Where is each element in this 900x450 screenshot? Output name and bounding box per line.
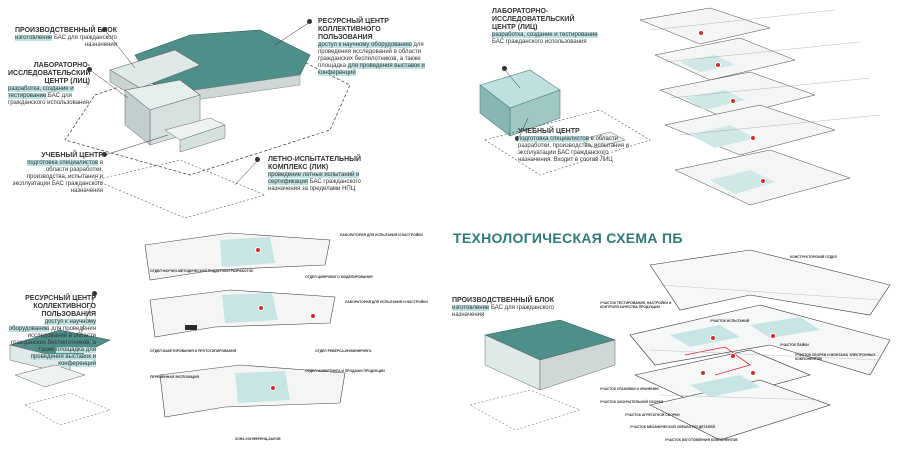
panel-resource-center: РЕСУРСНЫЙ ЦЕНТР КОЛЛЕКТИВНОГО ПОЛЬЗОВАНИ… xyxy=(0,225,450,450)
callout-text: для проведения исследований в области гр… xyxy=(10,326,96,353)
callout-lab: ЛАБОРАТОРНО- ИССЛЕДОВАТЕЛЬСКИЙ ЦЕНТР (ЛИ… xyxy=(8,62,91,107)
callout-highlight: доступ к научному оборудованию xyxy=(318,42,412,48)
callout-text: БАС для гражданского назначения xyxy=(452,305,554,318)
floor-marker xyxy=(730,98,736,104)
area-label: УЧАСТОК СБОРКИ И МОНТАЖА ЭЛЕКТРОННЫХ КОМ… xyxy=(795,353,876,361)
callout-title: ПРОИЗВОДСТВЕННЫЙ БЛОК xyxy=(15,27,117,34)
area-label: УЧАСТОК УПАКОВКИ И ХРАНЕНИЯ xyxy=(600,387,659,391)
callout-lab: ЛАБОРАТОРНО- ИССЛЕДОВАТЕЛЬСКИЙ ЦЕНТР (ЛИ… xyxy=(492,8,602,46)
floor-label: ОТДЕЛ ЦИФРОВОГО МОДЕЛИРОВАНИЯ xyxy=(305,275,373,279)
floor-label: ОТДЕЛ МАРКЕТИНГА И ПРОДАЖИ ПРОДУКЦИИ xyxy=(305,369,385,373)
area-label: УЧАСТОК ТЕСТИРОВАНИЯ, НАСТРОЙКИ И КОНТРО… xyxy=(600,301,672,309)
callout-title: УЧЕБНЫЙ ЦЕНТР xyxy=(41,152,103,159)
area-label: УЧАСТОК ИЗГОТОВЛЕНИЯ КОМПОНЕНТОВ xyxy=(665,438,738,442)
area-label: УЧАСТОК ОКОНЧАТЕЛЬНОЙ СБОРКИ xyxy=(600,400,664,404)
callout-highlight: разработка, создание и тестирование xyxy=(492,32,598,38)
floor-marker xyxy=(760,178,766,184)
area-label: КОНСТРУКТОРСКИЙ ОТДЕЛ xyxy=(790,255,837,259)
area-marker xyxy=(710,335,716,341)
callout-title: ИССЛЕДОВАТЕЛЬСКИЙ xyxy=(8,70,91,77)
area-label: УЧАСТОК МЕХАНИЧЕСКОЙ ОБРАБОТКИ ДЕТАЛЕЙ xyxy=(630,425,715,429)
callout-resource: РЕСУРСНЫЙ ЦЕНТР КОЛЛЕКТИВНОГО ПОЛЬЗОВАНИ… xyxy=(318,18,446,77)
callout-title: ПРОИЗВОДСТВЕННЫЙ БЛОК xyxy=(452,297,554,304)
callout-text: в области разработки, производства, испы… xyxy=(12,160,103,194)
marker-dot xyxy=(307,19,312,24)
callout-production: ПРОИЗВОДСТВЕННЫЙ БЛОК изготовление БАС д… xyxy=(5,27,117,49)
floor-marker xyxy=(255,247,261,253)
area-marker xyxy=(750,370,756,376)
marker-dot xyxy=(502,66,507,71)
callout-edu: УЧЕБНЫЙ ЦЕНТР подготовка специалистов в … xyxy=(518,128,636,164)
callout-text: БАС гражданского назначения за пределами… xyxy=(268,179,361,192)
scheme-title: ТЕХНОЛОГИЧЕСКАЯ СХЕМА ПБ xyxy=(453,230,683,246)
production-floor-plan xyxy=(469,249,891,441)
area-label: УЧАСТОК ПАЙКИ xyxy=(780,343,809,347)
floor-label: ОТДЕЛ МАКЕТИРОВАНИЯ И ПРОТОТИПИРОВАНИЯ xyxy=(150,349,237,353)
floor-marker xyxy=(270,385,276,391)
floor-marker xyxy=(698,30,704,36)
callout-title: КОМПЛЕКС (ЛИК) xyxy=(268,164,329,171)
area-marker xyxy=(730,353,736,359)
area-label: УЧАСТОК АГРЕГАТНОЙ СБОРКИ xyxy=(625,413,680,417)
area-marker xyxy=(700,370,706,376)
callout-text: БАС гражданского использования xyxy=(492,39,587,45)
callout-highlight: изготовление xyxy=(452,305,490,311)
callout-title: ЛАБОРАТОРНО- xyxy=(33,62,90,69)
marker-dot xyxy=(102,152,107,157)
callout-title: ПОЛЬЗОВАНИЯ xyxy=(318,34,373,41)
callout-flight-complex: ЛЕТНО-ИСПЫТАТЕЛЬНЫЙ КОМПЛЕКС (ЛИК) прове… xyxy=(268,156,368,193)
floor-label: ЛАБОРАТОРИЯ ДЛЯ ИСПЫТАНИЯ И НАСТРОЙКИ xyxy=(340,233,423,237)
callout-title: РЕСУРСНЫЙ ЦЕНТР КОЛЛЕКТИВНОГО xyxy=(318,18,389,33)
flight-complex-footprint xyxy=(94,159,266,219)
callout-title: УЧЕБНЫЙ ЦЕНТР xyxy=(518,128,580,135)
lab-massing-and-floors xyxy=(479,7,881,206)
area-label: УЧАСТОК ИСПЫТАНИЙ xyxy=(710,319,750,323)
callout-title: КОЛЛЕКТИВНОГО ПОЛЬЗОВАНИЯ xyxy=(33,303,96,318)
callout-resource: РЕСУРСНЫЙ ЦЕНТР КОЛЛЕКТИВНОГО ПОЛЬЗОВАНИ… xyxy=(4,295,96,368)
marker-dot xyxy=(102,27,107,32)
panel-lab-center: ЛАБОРАТОРНО- ИССЛЕДОВАТЕЛЬСКИЙ ЦЕНТР (ЛИ… xyxy=(450,0,900,225)
site-boundary xyxy=(64,39,351,176)
callout-title: ЦЕНТР (ЛИЦ) xyxy=(492,24,538,31)
floor-label: ЗОНА КОНФЕРЕНЦ-ЗАЛОВ xyxy=(235,437,281,441)
floor-label: ПЕРЕМЕННАЯ ЭКСПОЗИЦИЯ xyxy=(150,375,199,379)
floor-label: ЛАБОРАТОРИЯ ДЛЯ ИСПЫТАНИЯ И НАСТРОЙКИ xyxy=(345,300,428,304)
floor-marker xyxy=(715,62,721,68)
massing-diagram xyxy=(64,21,351,219)
callout-production: ПРОИЗВОДСТВЕННЫЙ БЛОК изготовление БАС д… xyxy=(452,297,572,319)
callout-text: в области разработки, производства, испы… xyxy=(518,136,629,163)
marker-dot xyxy=(92,291,97,296)
floor-label: ОТДЕЛ РЕВЕРСА-ИНЖИНИРИНГА xyxy=(315,349,372,353)
panel-tech-scheme: ТЕХНОЛОГИЧЕСКАЯ СХЕМА ПБ ПРОИЗВОДСТВЕННЫ… xyxy=(450,225,900,450)
callout-title: ЦЕНТР (ЛИЦ) xyxy=(44,78,90,85)
floor-marker xyxy=(750,135,756,141)
callout-highlight: подготовка специалистов xyxy=(27,160,99,166)
resource-center-floors xyxy=(8,232,346,426)
marker-dot xyxy=(255,157,260,162)
area-marker xyxy=(770,333,776,339)
marker-dot xyxy=(515,136,520,141)
panel-block-overview: ПРОИЗВОДСТВЕННЫЙ БЛОК изготовление БАС д… xyxy=(0,0,450,225)
callout-title: ИССЛЕДОВАТЕЛЬСКИЙ xyxy=(492,16,575,23)
floor-marker xyxy=(258,305,264,311)
callout-title: РЕСУРСНЫЙ ЦЕНТР xyxy=(25,295,96,302)
callout-text: для проведения исследований в области гр… xyxy=(318,42,424,69)
callout-edu: УЧЕБНЫЙ ЦЕНТР подготовка специалистов в … xyxy=(5,152,103,195)
floor-marker xyxy=(310,313,316,319)
callout-text: БАС для гражданского использования xyxy=(8,93,89,106)
callout-title: ЛЕТНО-ИСПЫТАТЕЛЬНЫЙ xyxy=(268,156,362,163)
floor-label: ОТДЕЛ НАУЧНО-МЕТОДИЧЕСКОЙ ПОДДЕРЖКИ РАЗР… xyxy=(150,269,254,273)
callout-title: ЛАБОРАТОРНО- xyxy=(492,8,549,15)
callout-text: БАС для гражданского назначения xyxy=(53,35,117,48)
callout-highlight: подготовка специалистов xyxy=(518,136,589,142)
callout-highlight: изготовление xyxy=(15,35,53,41)
marker-dot xyxy=(87,67,92,72)
